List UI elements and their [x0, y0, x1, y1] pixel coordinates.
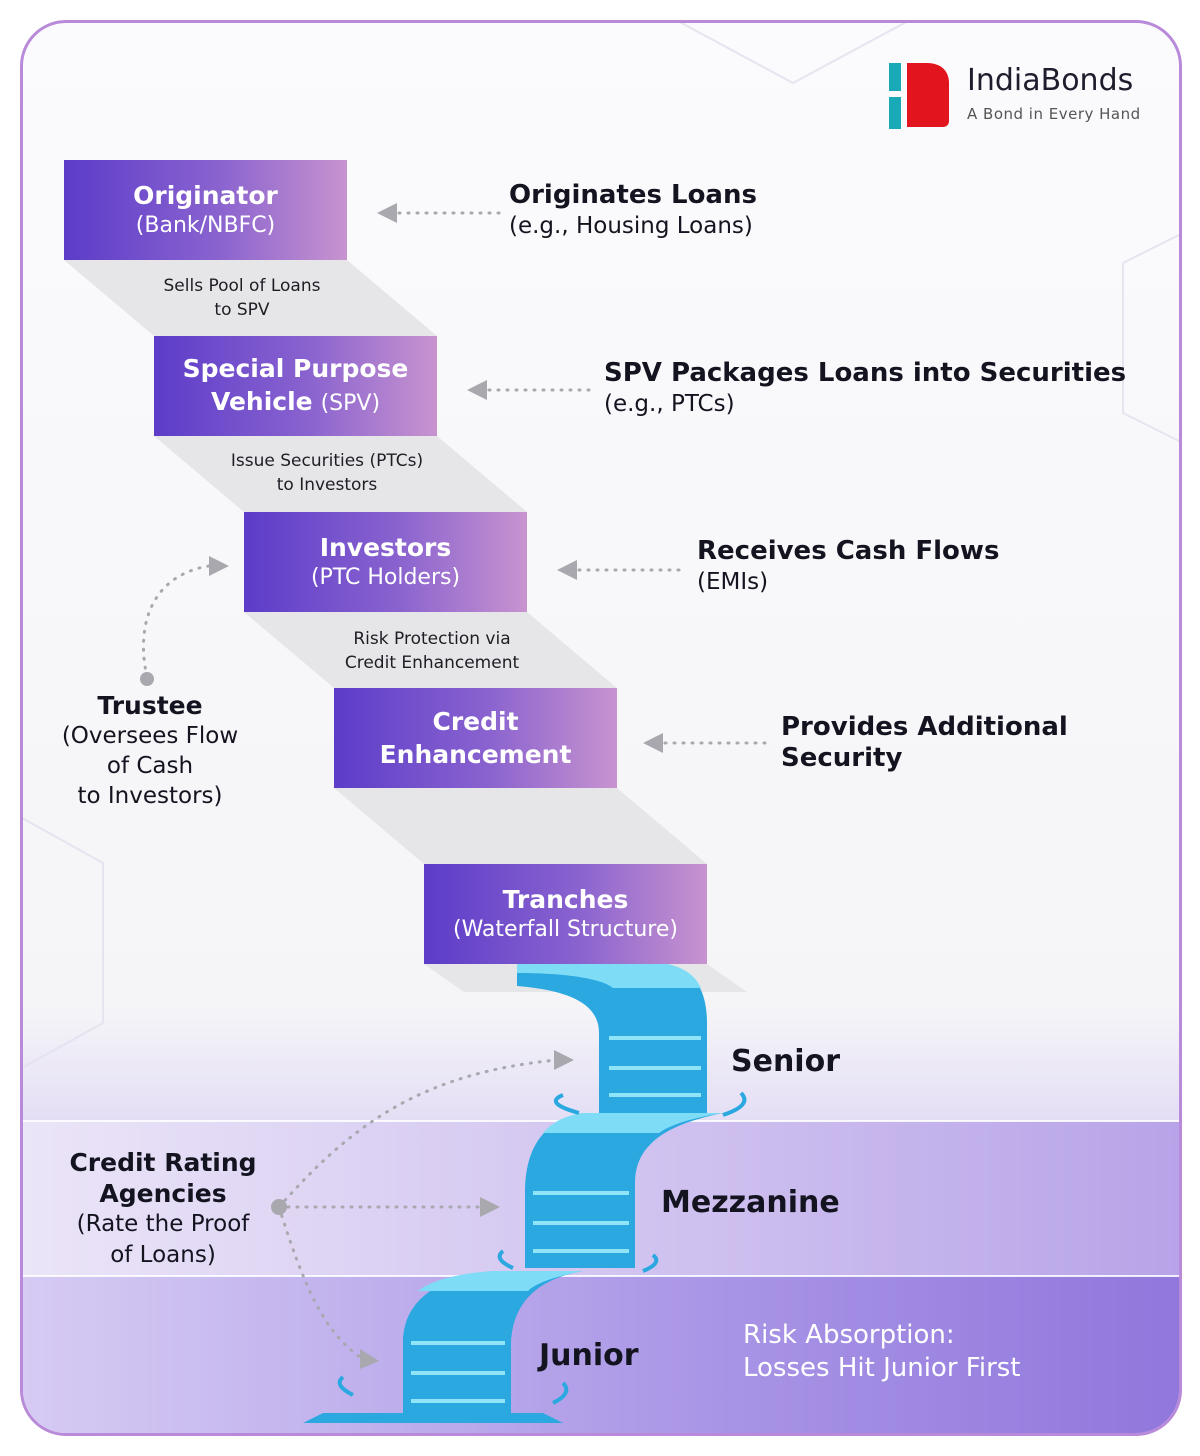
box-subtitle: (PTC Holders)	[310, 565, 461, 590]
box-subtitle: (Waterfall Structure)	[453, 917, 678, 942]
connector-label: Risk Protection via Credit Enhancement	[344, 629, 520, 673]
waterfall-graphic	[303, 963, 747, 1423]
box-title: Investors	[319, 533, 452, 562]
risk-absorption-note: Risk Absorption: Losses Hit Junior First	[743, 1320, 1021, 1383]
connector-label: Sells Pool of Loans to SPV	[163, 276, 321, 320]
box-title: Enhancement	[379, 740, 572, 769]
tranche-mezzanine: Mezzanine	[661, 1185, 840, 1220]
box-originator: Originator (Bank/NBFC)	[64, 160, 347, 260]
diagram-frame: IndiaBonds A Bond in Every Hand Originat…	[20, 20, 1182, 1436]
box-subtitle: (SPV)	[320, 391, 381, 416]
box-title: Special Purpose	[182, 354, 409, 383]
box-subtitle: (Bank/NBFC)	[135, 213, 276, 238]
box-title: Tranches	[502, 885, 629, 914]
indiabonds-logo-icon	[889, 63, 949, 129]
box-title: Credit	[432, 707, 519, 736]
arrow-heads	[140, 203, 663, 1369]
brand-tagline: A Bond in Every Hand	[967, 105, 1141, 123]
box-credit-enhancement: Credit Enhancement	[334, 688, 617, 788]
annotation-spv-packages: SPV Packages Loans into Securities (e.g.…	[604, 358, 1127, 417]
credit-rating-agencies-label: Credit Rating Agencies (Rate the Proof o…	[69, 1148, 257, 1268]
box-title: Originator	[133, 181, 278, 210]
annotation-receives-cash-flows: Receives Cash Flows (EMIs)	[697, 536, 1000, 595]
box-investors: Investors (PTC Holders)	[244, 512, 527, 612]
box-tranches: Tranches (Waterfall Structure)	[424, 864, 707, 964]
connector-label: Issue Securities (PTCs) to Investors	[230, 451, 424, 495]
trustee-label: Trustee (Oversees Flow of Cash to Invest…	[61, 691, 239, 809]
box-title: Vehicle	[210, 387, 313, 416]
flow-graphics	[64, 203, 767, 1423]
dotted-arrows	[142, 211, 767, 1361]
tranche-band-junior	[23, 1276, 1179, 1433]
annotation-additional-security: Provides Additional Security	[781, 712, 1068, 773]
band-divider	[23, 1275, 1179, 1277]
annotation-originates-loans: Originates Loans (e.g., Housing Loans)	[509, 180, 757, 239]
staircase-strips	[64, 260, 747, 992]
tranche-senior: Senior	[731, 1044, 840, 1079]
box-spv: Special Purpose Vehicle (SPV)	[154, 336, 437, 436]
tranche-junior: Junior	[539, 1338, 639, 1373]
brand-name: IndiaBonds	[967, 63, 1134, 98]
